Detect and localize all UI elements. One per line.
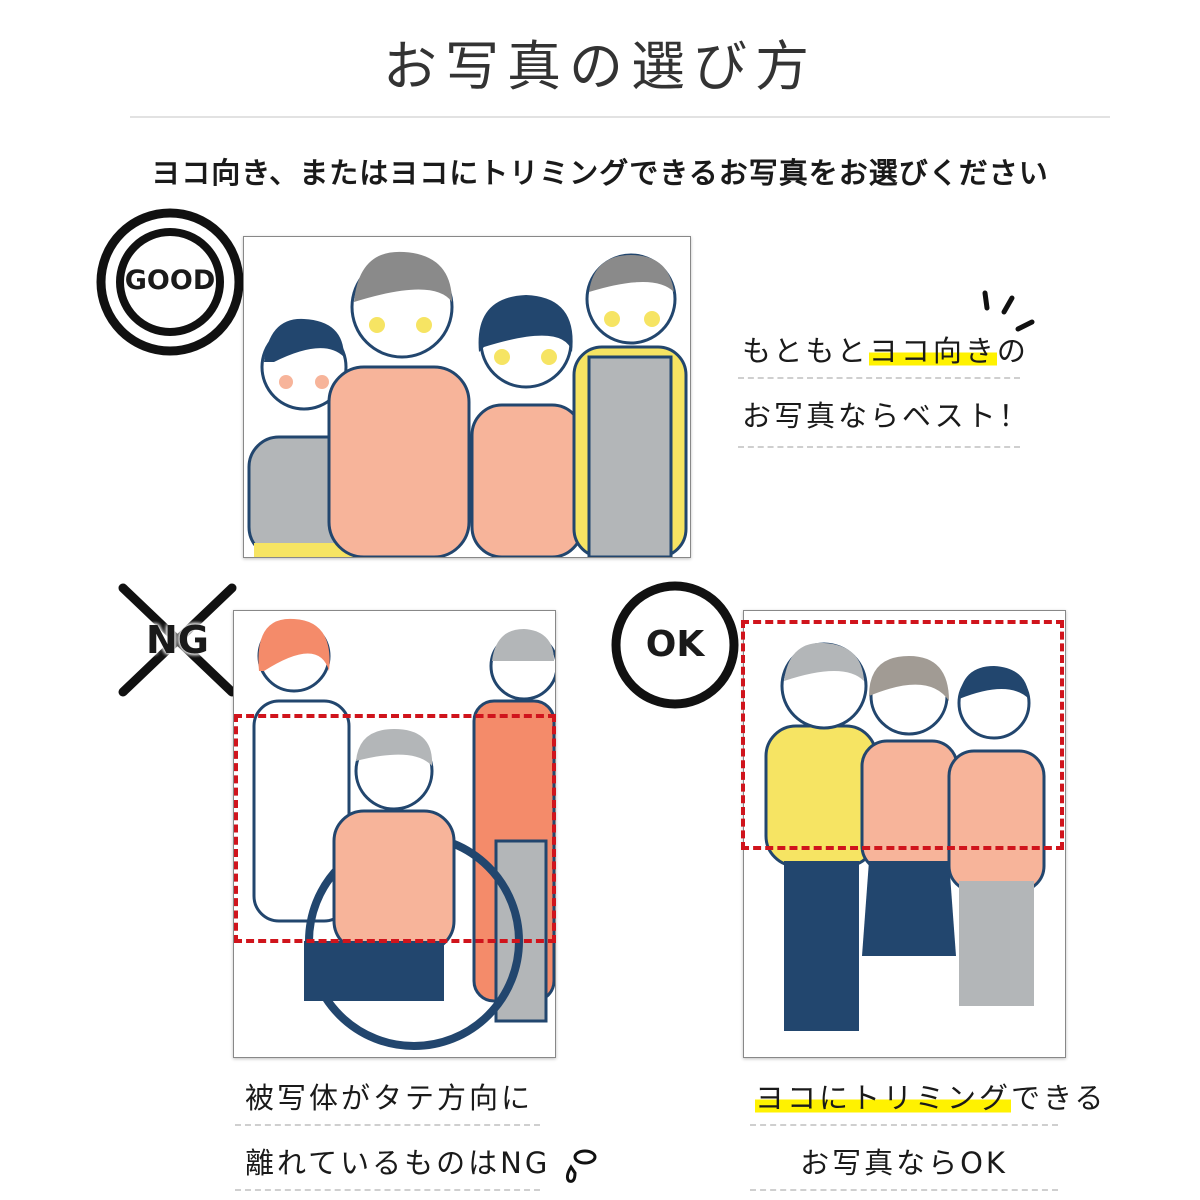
ok-text-line1: ヨコにトリミングできる xyxy=(755,1075,1106,1117)
ng-text-line2: 離れているものはNG xyxy=(245,1140,599,1185)
good-badge: GOOD xyxy=(95,207,245,357)
page-title: お写真の選び方 xyxy=(383,35,817,98)
ng-text: 離れているものはNG xyxy=(245,1146,551,1180)
ok-text-highlight: ヨコにトリミング xyxy=(755,1081,1012,1115)
ok-text-end: できる xyxy=(1011,1081,1107,1115)
sweat-drop-icon xyxy=(565,1149,597,1183)
good-example-photo xyxy=(243,236,691,558)
good-label: GOOD xyxy=(124,265,216,296)
dashed-divider xyxy=(738,446,1020,448)
ng-example-photo xyxy=(233,610,556,1058)
ok-circle-icon xyxy=(611,581,739,709)
dashed-divider xyxy=(235,1124,540,1126)
page-subtitle: ヨコ向き、またはヨコにトリミングできるお写真をお選びください xyxy=(151,156,1049,190)
dashed-divider xyxy=(750,1124,1058,1126)
good-text-plain: もともと xyxy=(742,334,869,368)
ng-badge: NG xyxy=(115,580,240,700)
dashed-divider xyxy=(738,377,1020,379)
good-text-highlight: ヨコ向き xyxy=(868,334,997,368)
family-illustration xyxy=(247,251,688,557)
good-text-end: の xyxy=(996,334,1029,368)
good-circle-icon xyxy=(96,208,244,356)
ok-badge: OK xyxy=(610,580,740,710)
ng-crop-frame xyxy=(234,714,556,943)
title-divider xyxy=(130,116,1110,118)
cross-icon xyxy=(118,583,237,697)
ok-label: OK xyxy=(645,624,705,665)
dashed-divider xyxy=(235,1189,540,1191)
sparkle-icon xyxy=(982,290,1035,332)
ng-label: NG xyxy=(146,618,209,662)
three-people-illustration xyxy=(764,642,1046,1031)
good-text-line1: もともとヨコ向きの xyxy=(742,328,1029,370)
dashed-divider xyxy=(750,1189,1058,1191)
good-text-line2: お写真ならベスト！ xyxy=(742,399,1031,433)
ok-text-line2: お写真ならOK xyxy=(800,1146,1008,1180)
ok-example-photo xyxy=(743,610,1066,1058)
ok-crop-frame xyxy=(741,620,1064,850)
ng-text-line1: 被写体がタテ方向に xyxy=(245,1081,534,1115)
